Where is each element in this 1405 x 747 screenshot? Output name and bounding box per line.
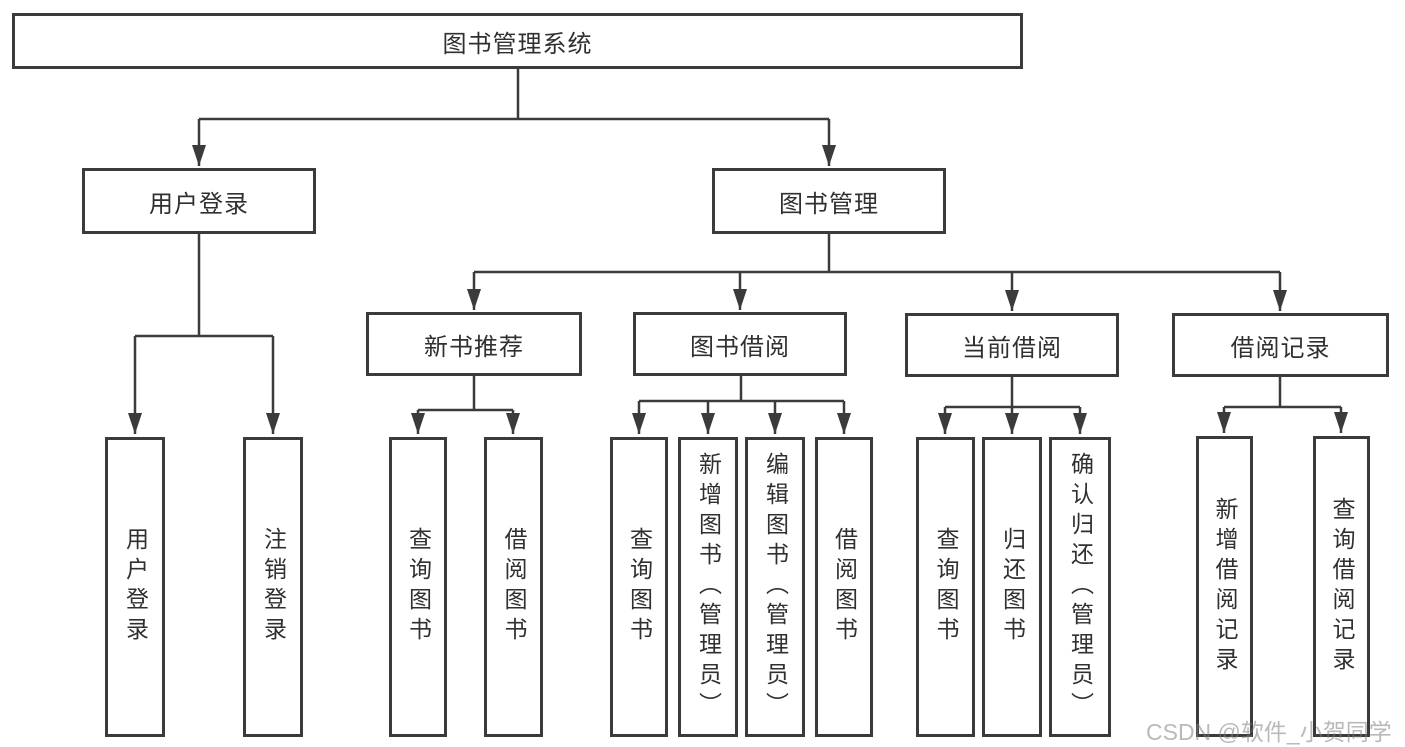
connector-book-borrow-children [632,376,851,434]
csdn-watermark: CSDN @软件_小贺同学 [1146,719,1392,745]
connector-current-borrow-children [938,377,1087,434]
node-book-borrow-label: 图书借阅 [690,333,790,361]
leaf-borrow-books-label: 借阅图书 [831,527,858,647]
node-new-book-recommend-label: 新书推荐 [424,333,524,361]
node-new-book-recommend: 新书推荐 [366,312,582,376]
leaf-query-borrow-record: 查询借阅记录 [1313,436,1370,737]
leaf-return-books-label: 归还图书 [999,527,1026,647]
node-book-management-label: 图书管理 [779,190,879,218]
leaf-add-borrow-record: 新增借阅记录 [1196,436,1253,737]
node-user-login: 用户登录 [82,168,316,234]
leaf-edit-book-admin-label: 编辑图书（管理员） [762,452,789,722]
leaf-confirm-return-admin: 确认归还（管理员） [1049,437,1111,737]
leaf-newbook-query-books-label: 查询图书 [405,527,432,647]
connector-new-book-children [411,376,520,434]
leaf-query-borrow-record-label: 查询借阅记录 [1329,496,1355,677]
node-user-login-label: 用户登录 [149,190,249,218]
node-borrow-records-label: 借阅记录 [1230,334,1331,362]
leaf-add-book-admin: 新增图书（管理员） [678,437,738,737]
leaf-confirm-return-admin-label: 确认归还（管理员） [1067,452,1094,722]
node-book-borrow: 图书借阅 [633,312,847,376]
leaf-newbook-borrow-books: 借阅图书 [484,437,543,737]
leaf-borrow-books: 借阅图书 [815,437,873,737]
leaf-user-login-label: 用户登录 [122,527,149,647]
node-borrow-records: 借阅记录 [1172,313,1389,377]
leaf-current-query-books: 查询图书 [916,437,975,737]
node-book-management: 图书管理 [712,168,946,234]
leaf-logout: 注销登录 [243,437,303,737]
leaf-newbook-query-books: 查询图书 [389,437,447,737]
leaf-newbook-borrow-books-label: 借阅图书 [501,527,527,647]
node-root-label: 图书管理系统 [442,30,593,58]
leaf-user-login: 用户登录 [105,437,165,737]
node-current-borrow-label: 当前借阅 [962,334,1062,362]
leaf-logout-label: 注销登录 [260,527,287,647]
connector-borrow-records-children [1217,377,1348,433]
leaf-add-borrow-record-label: 新增借阅记录 [1212,496,1238,677]
node-current-borrow: 当前借阅 [905,313,1119,377]
leaf-edit-book-admin: 编辑图书（管理员） [745,437,805,737]
leaf-borrow-query-books-label: 查询图书 [626,527,653,647]
node-root: 图书管理系统 [12,13,1023,69]
connector-root-to-level2 [192,69,836,166]
leaf-current-query-books-label: 查询图书 [933,527,959,647]
leaf-add-book-admin-label: 新增图书（管理员） [695,452,722,722]
connector-book-management-children [467,234,1287,311]
leaf-borrow-query-books: 查询图书 [610,437,668,737]
connector-user-login-children [128,234,280,434]
leaf-return-books: 归还图书 [982,437,1042,737]
